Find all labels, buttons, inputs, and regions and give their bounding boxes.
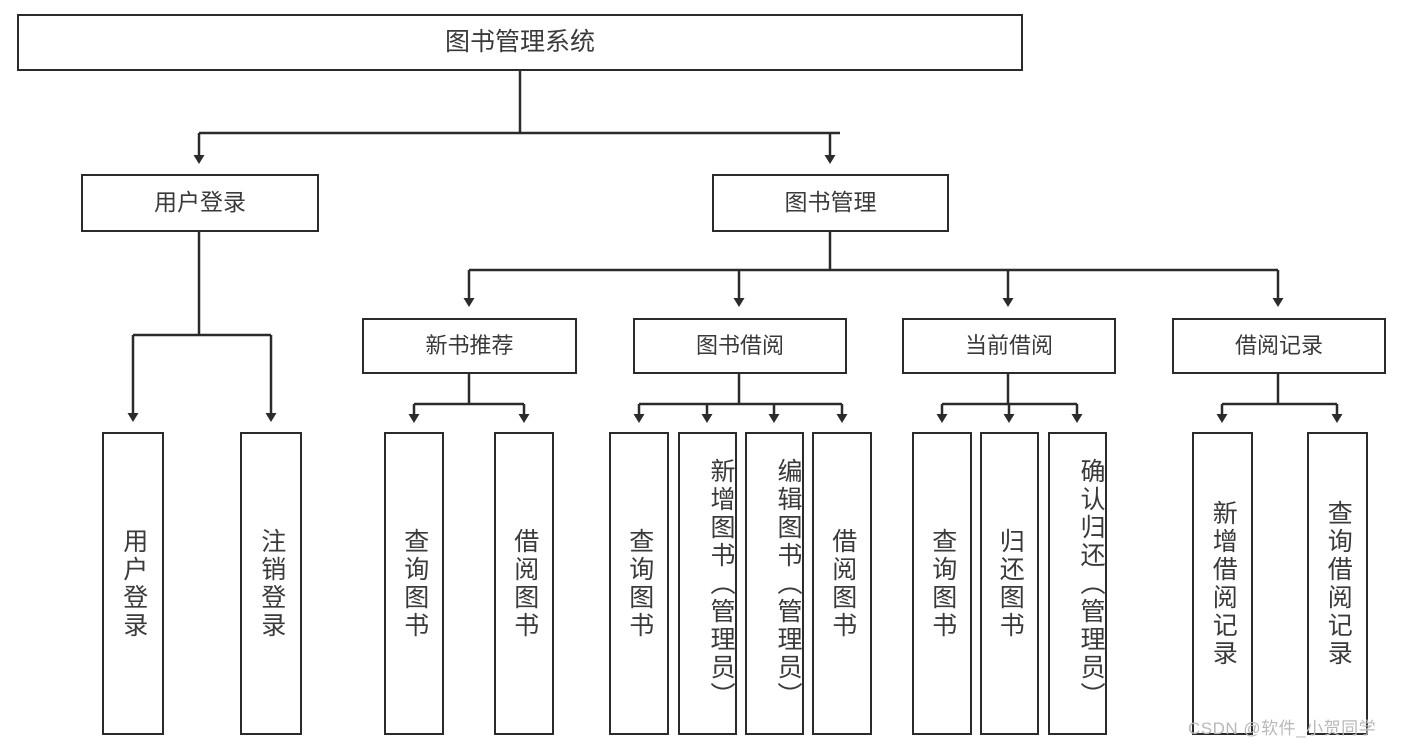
leaf-borrow-book-2[interactable]: 借阅图书 bbox=[812, 432, 872, 735]
node-book-borrow[interactable]: 图书借阅 bbox=[633, 318, 847, 374]
leaf-query-book-2[interactable]: 查询图书 bbox=[609, 432, 669, 735]
leaf-confirm-return[interactable]: 确认归还（管理员） bbox=[1048, 432, 1107, 735]
leaf-logout-login[interactable]: 注销登录 bbox=[240, 432, 302, 735]
leaf-query-book-1[interactable]: 查询图书 bbox=[384, 432, 444, 735]
leaf-edit-book[interactable]: 编辑图书（管理员） bbox=[745, 432, 804, 735]
leaf-user-login[interactable]: 用户登录 bbox=[102, 432, 164, 735]
node-current-borrow[interactable]: 当前借阅 bbox=[902, 318, 1116, 374]
node-book-management[interactable]: 图书管理 bbox=[712, 174, 949, 232]
leaf-borrow-book-1[interactable]: 借阅图书 bbox=[494, 432, 554, 735]
node-borrow-record[interactable]: 借阅记录 bbox=[1172, 318, 1386, 374]
node-user-login[interactable]: 用户登录 bbox=[81, 174, 319, 232]
leaf-add-record[interactable]: 新增借阅记录 bbox=[1192, 432, 1253, 735]
leaf-query-record[interactable]: 查询借阅记录 bbox=[1307, 432, 1368, 735]
leaf-return-book[interactable]: 归还图书 bbox=[980, 432, 1039, 735]
node-new-book-recommend[interactable]: 新书推荐 bbox=[362, 318, 577, 374]
watermark: CSDN @软件_小贺同学 bbox=[1188, 719, 1377, 738]
leaf-add-book[interactable]: 新增图书（管理员） bbox=[678, 432, 737, 735]
node-root[interactable]: 图书管理系统 bbox=[17, 14, 1023, 71]
leaf-query-book-3[interactable]: 查询图书 bbox=[912, 432, 972, 735]
